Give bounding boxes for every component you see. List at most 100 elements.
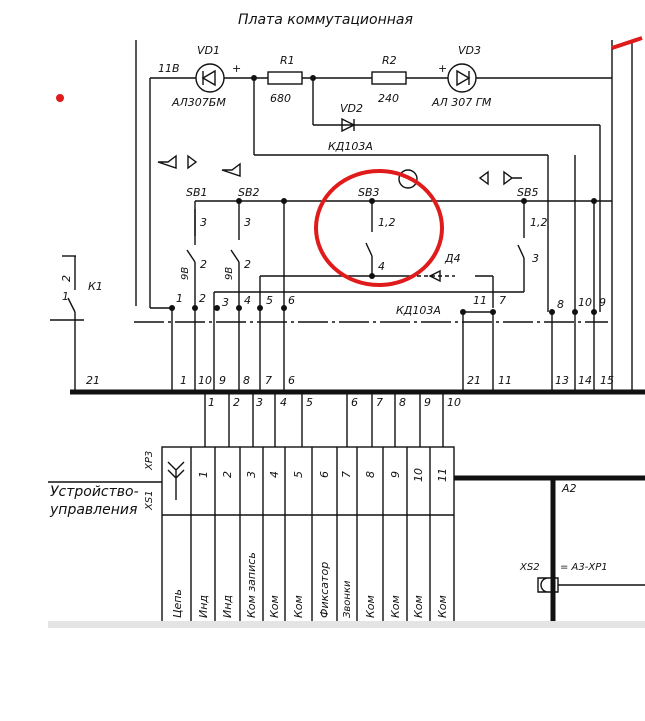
sb1-top-pin: 3 [200, 216, 207, 229]
r2-ref: R2 [382, 54, 397, 67]
a2-ref: A2 [561, 482, 577, 495]
sb5-mid-pin: 3 [532, 252, 539, 265]
svg-text:21: 21 [86, 374, 100, 387]
sb5-ref: SB5 [517, 186, 539, 199]
svg-text:4: 4 [268, 471, 281, 478]
k1-pin-1: 1 [62, 290, 69, 303]
d4-ref: Д4 [444, 252, 461, 265]
sb1-ref: SB1 [186, 186, 208, 199]
top-chain [149, 63, 612, 312]
sb3-ref: SB3 [358, 186, 380, 199]
svg-text:8: 8 [364, 471, 377, 478]
svg-text:Цепь: Цепь [171, 589, 184, 618]
svg-text:Ком: Ком [268, 595, 281, 618]
svg-text:6: 6 [318, 471, 331, 478]
sb2-mid-pin: 2 [244, 258, 251, 271]
xs2-connector-icon [537, 577, 645, 593]
annotation-slash [611, 36, 643, 50]
r1-value: 680 [270, 92, 291, 105]
board-title: Плата коммутационная [238, 12, 413, 28]
vd2-part: КД103А [328, 140, 373, 153]
board-pin-label: 1 [176, 292, 183, 305]
svg-text:5: 5 [306, 396, 313, 409]
svg-text:21: 21 [467, 374, 481, 387]
svg-text:Ком: Ком [364, 595, 377, 618]
vd1-part: АЛ307БМ [171, 96, 226, 109]
sb2-side-label: 9В [224, 267, 235, 280]
svg-text:Инд: Инд [197, 595, 210, 618]
sb5-top-pin: 1,2 [530, 216, 548, 229]
svg-text:9: 9 [219, 374, 226, 387]
svg-text:15: 15 [600, 374, 614, 387]
r1-ref: R1 [280, 54, 295, 67]
r1-resistor [267, 71, 303, 85]
svg-text:Инд: Инд [221, 595, 234, 618]
svg-text:1: 1 [208, 396, 215, 409]
d4-part: КД103А [396, 304, 441, 317]
sb2-top-pin: 3 [244, 216, 251, 229]
xs2-ref: XS2 [519, 562, 540, 573]
board-pin-label: 6 [288, 294, 295, 307]
svg-text:3: 3 [256, 396, 263, 409]
k1-contact [50, 255, 84, 390]
svg-text:3: 3 [245, 471, 258, 478]
arrow-symbols-left-icon [157, 154, 241, 177]
connector-ref-xs1: XS1 [144, 490, 155, 511]
svg-text:Звонки: Звонки [342, 580, 353, 618]
vd1-polarity: + [232, 62, 241, 75]
board-pin-label: 8 [557, 298, 564, 311]
xs2-link: = А3-XP1 [560, 562, 608, 573]
svg-text:1: 1 [197, 471, 210, 478]
vd1-ref: VD1 [197, 44, 220, 57]
svg-text:10: 10 [412, 468, 425, 482]
board-pin-label: 7 [499, 294, 506, 307]
svg-text:9: 9 [389, 471, 402, 478]
board-pin-label: 2 [199, 292, 206, 305]
svg-text:Ком запись: Ком запись [245, 552, 258, 618]
bus-to-connector-wires [204, 394, 444, 447]
svg-text:7: 7 [376, 396, 383, 409]
k1-pin-2: 2 [60, 275, 73, 282]
connector-ref-xp3: XP3 [144, 451, 155, 471]
svg-text:11: 11 [498, 374, 512, 387]
svg-text:5: 5 [292, 471, 305, 478]
svg-text:13: 13 [555, 374, 569, 387]
svg-text:8: 8 [243, 374, 250, 387]
board-pin-label: 5 [266, 294, 273, 307]
r2-value: 240 [378, 92, 399, 105]
vd3-led-icon [447, 63, 477, 93]
svg-text:8: 8 [399, 396, 406, 409]
connector-symbol-icon [167, 461, 185, 500]
svg-text:7: 7 [265, 374, 272, 387]
annotation-circle [314, 169, 444, 287]
svg-text:6: 6 [288, 374, 295, 387]
sb2-ref: SB2 [238, 186, 260, 199]
svg-text:10: 10 [198, 374, 212, 387]
annotation-dot [56, 94, 64, 102]
vd2-diode-icon [341, 117, 356, 133]
svg-text:14: 14 [578, 374, 592, 387]
svg-text:Ком: Ком [389, 595, 402, 618]
svg-text:11: 11 [436, 468, 449, 482]
svg-text:Ком: Ком [292, 595, 305, 618]
sb3-top-pin: 1,2 [378, 216, 396, 229]
vd3-polarity: + [438, 62, 447, 75]
vd2-ref: VD2 [340, 102, 363, 115]
vd1-led-icon [195, 63, 225, 93]
arrow-symbols-right-icon [478, 170, 522, 186]
sb1-side-label: 9В [180, 267, 191, 280]
board-pin-label: 9 [599, 296, 606, 309]
vd3-ref: VD3 [458, 44, 481, 57]
svg-text:10: 10 [447, 396, 461, 409]
vd3-part: АЛ 307 ГМ [431, 96, 492, 109]
sb1-mid-pin: 2 [200, 258, 207, 271]
k1-ref: К1 [88, 280, 103, 293]
svg-text:Фиксатор: Фиксатор [318, 562, 331, 618]
svg-text:6: 6 [351, 396, 358, 409]
board-pin-label: 4 [244, 294, 251, 307]
connector-signal-names: Цепь Инд Инд Ком запись Ком Ком Фиксатор… [171, 552, 449, 618]
svg-text:7: 7 [340, 471, 353, 478]
